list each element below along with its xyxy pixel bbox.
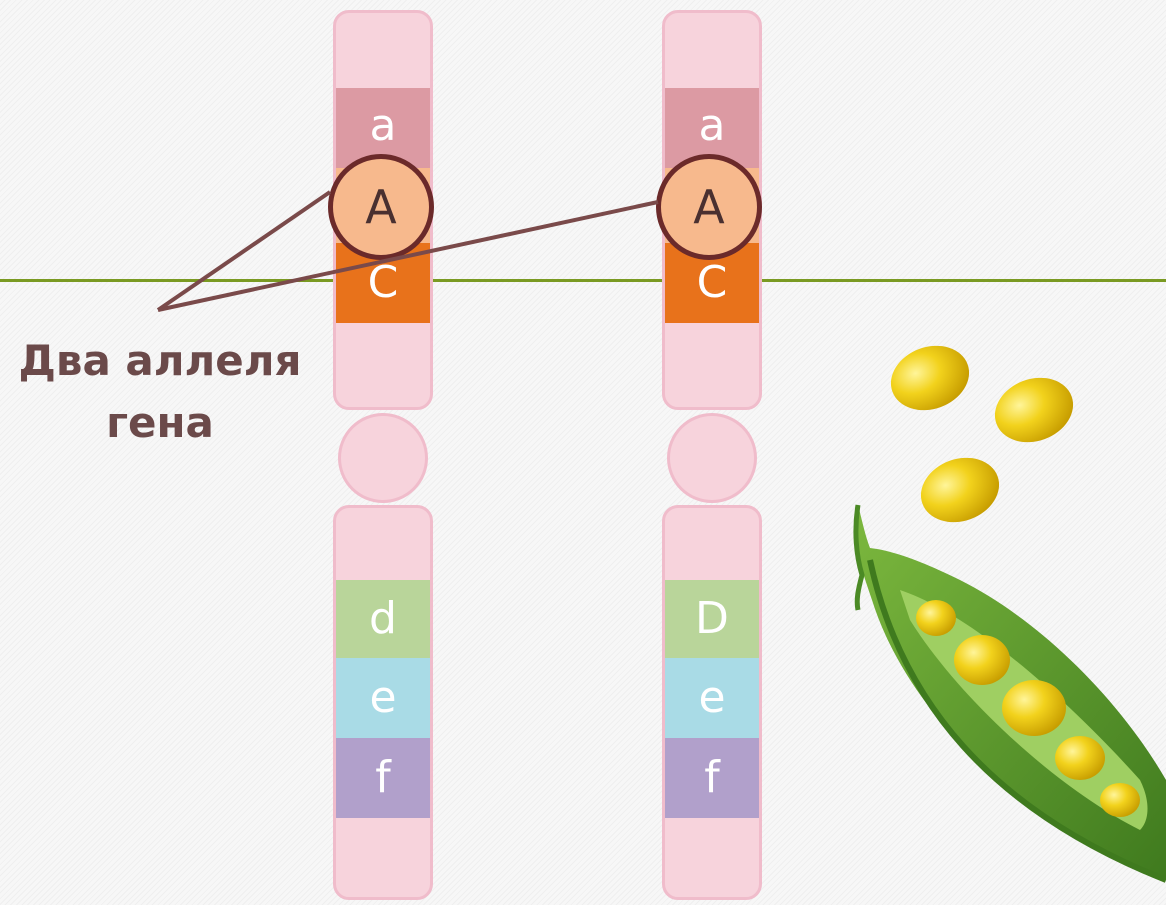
pea-1 xyxy=(882,335,978,421)
pod-pea-3 xyxy=(1002,680,1066,736)
pod-pea-5 xyxy=(1100,783,1140,817)
pea-3 xyxy=(912,447,1008,533)
pod-pea-2 xyxy=(954,635,1010,685)
pod-pea-1 xyxy=(916,600,956,636)
pea-2 xyxy=(986,367,1082,453)
pod-pea-4 xyxy=(1055,736,1105,780)
pea-pod xyxy=(855,505,1166,880)
